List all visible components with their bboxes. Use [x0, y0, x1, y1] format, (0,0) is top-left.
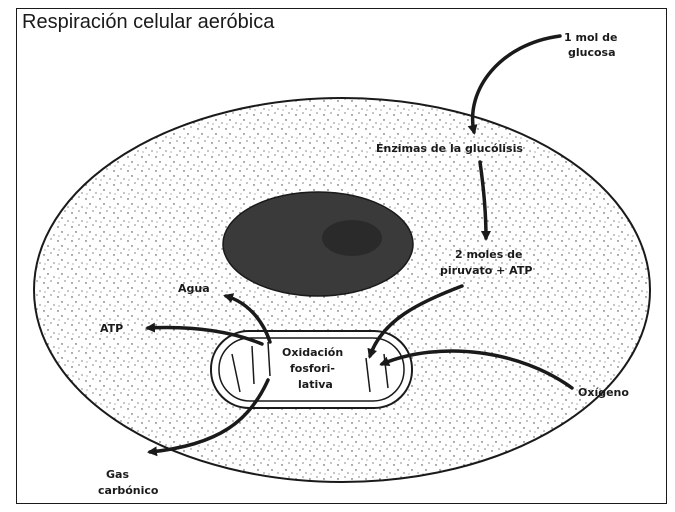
- oxidation-label-line3: lativa: [298, 378, 333, 391]
- co2-label-line2: carbónico: [98, 484, 159, 497]
- water-label: Agua: [178, 282, 210, 295]
- pyruvate-label-line1: 2 moles de: [455, 248, 522, 261]
- oxygen-label: Oxígeno: [578, 386, 629, 399]
- glucose-label-line1: 1 mol de: [564, 31, 617, 44]
- nucleus-texture: [322, 220, 382, 256]
- glucose-arrow: [473, 36, 560, 132]
- pyruvate-label-line2: piruvato + ATP: [440, 264, 532, 277]
- co2-label-line1: Gas: [106, 468, 129, 481]
- glucose-label-line2: glucosa: [568, 46, 616, 59]
- atp-label: ATP: [100, 322, 123, 335]
- nucleus: [223, 192, 413, 296]
- oxidation-label-line2: fosfori-: [290, 362, 335, 375]
- enzymes-label: Enzimas de la glucólisis: [376, 142, 523, 155]
- oxidation-label-line1: Oxidación: [282, 346, 343, 359]
